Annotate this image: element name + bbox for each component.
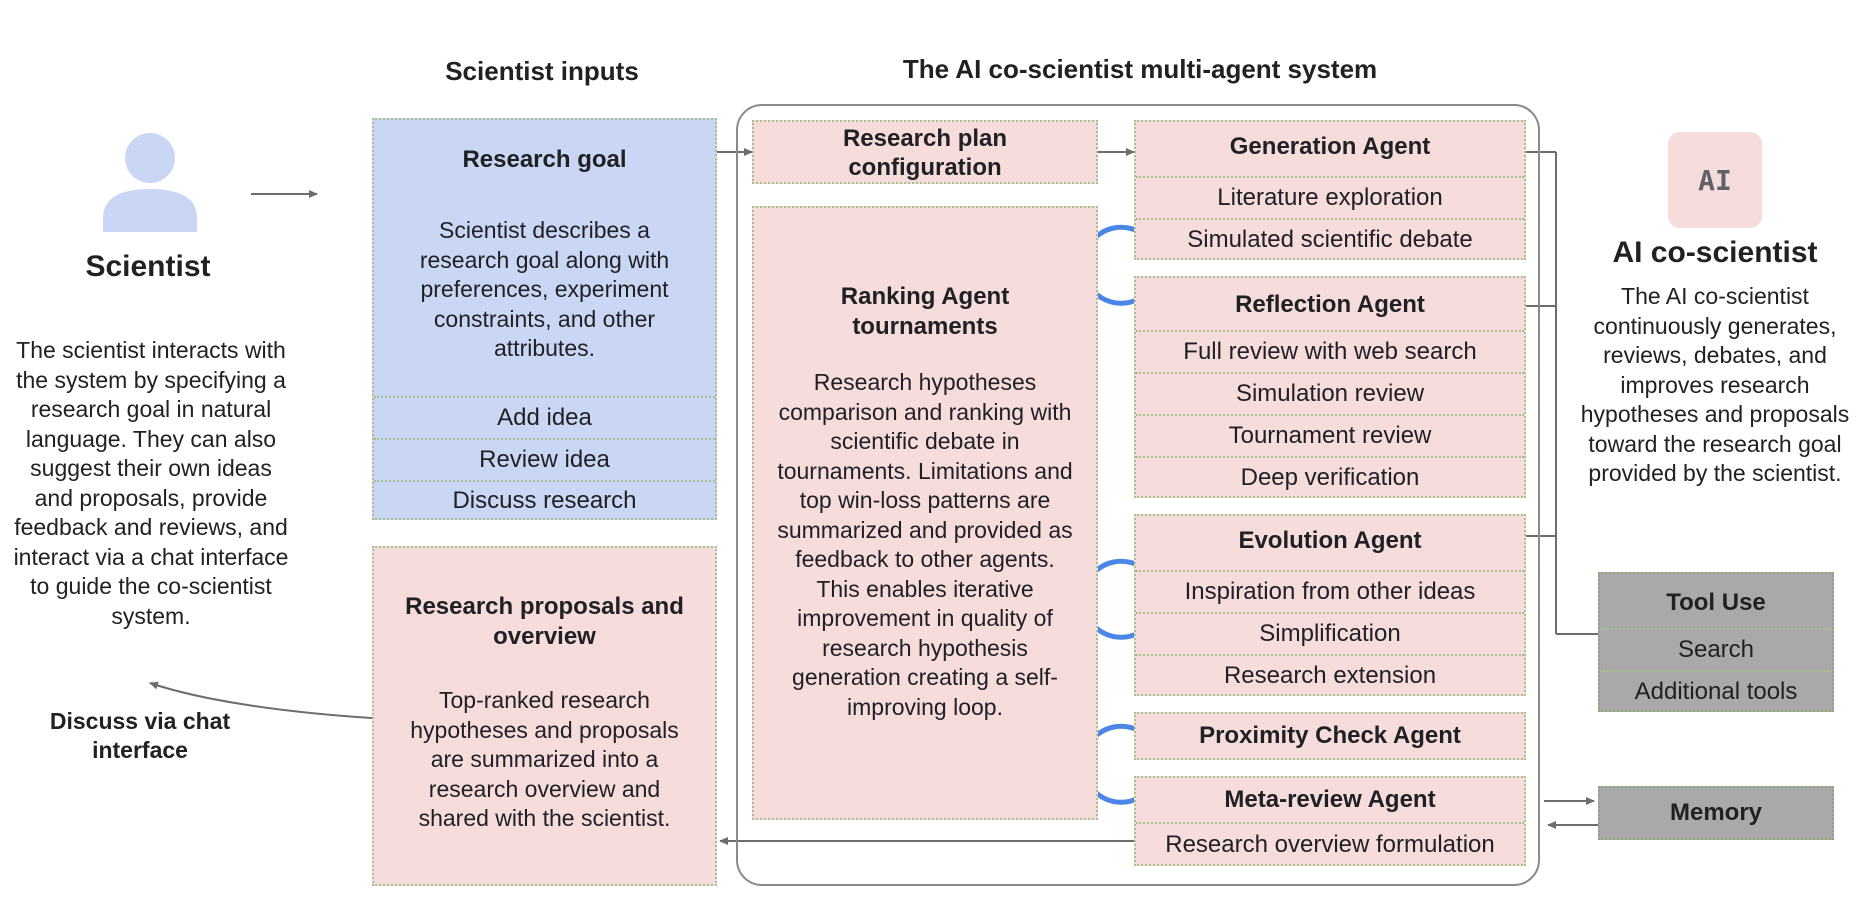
research-plan-config-title: Research plan configuration [842, 125, 1008, 181]
research-goal-item: Discuss research [374, 480, 715, 520]
ai-co-scientist-description: The AI co-scientist continuously generat… [1580, 283, 1850, 486]
reflection-agent-item: Tournament review [1136, 414, 1524, 456]
memory-box: Memory [1598, 786, 1834, 840]
scientist-description: The scientist interacts with the system … [13, 337, 289, 629]
scientist-label: Scientist [85, 250, 211, 283]
evolution-agent-item: Simplification [1136, 612, 1524, 654]
person-icon [103, 133, 197, 232]
generation-agent-box: Generation Agent Literature exploration … [1134, 120, 1526, 260]
reflection-agent-item: Simulation review [1136, 372, 1524, 414]
evolution-agent-item: Research extension [1136, 654, 1524, 696]
proximity-check-agent-box: Proximity Check Agent [1134, 712, 1526, 760]
ai-co-scientist-title: AI co-scientist [1612, 236, 1818, 269]
research-goal-item: Add idea [374, 396, 715, 438]
generation-agent-title: Generation Agent [1229, 133, 1431, 160]
meta-review-agent-item: Research overview formulation [1136, 822, 1524, 866]
generation-agent-item: Simulated scientific debate [1136, 218, 1524, 260]
evolution-agent-item: Inspiration from other ideas [1136, 570, 1524, 612]
tool-use-item: Additional tools [1600, 670, 1832, 712]
tool-use-item: Search [1600, 628, 1832, 670]
reflection-agent-item: Full review with web search [1136, 330, 1524, 372]
reflection-agent-title: Reflection Agent [1235, 291, 1425, 318]
research-goal-item: Review idea [374, 438, 715, 480]
tool-use-title: Tool Use [1666, 589, 1766, 616]
scientist-inputs-title: Scientist inputs [445, 56, 639, 86]
ranking-agent-box: Ranking Agent tournaments Research hypot… [752, 206, 1098, 820]
tool-use-box: Tool Use Search Additional tools [1598, 572, 1834, 712]
research-proposals-box: Research proposals and overview Top-rank… [372, 546, 717, 886]
multi-agent-system-frame [736, 104, 1540, 886]
research-proposals-title: Research proposals and overview [405, 593, 684, 650]
memory-title: Memory [1669, 799, 1763, 826]
reflection-agent-item: Deep verification [1136, 456, 1524, 498]
proximity-check-agent-title: Proximity Check Agent [1199, 722, 1461, 749]
research-goal-description: Scientist describes a research goal alon… [419, 217, 670, 361]
research-goal-title: Research goal [462, 146, 627, 173]
ranking-agent-title: Ranking Agent tournaments [840, 283, 1010, 340]
reflection-agent-box: Reflection Agent Full review with web se… [1134, 276, 1526, 498]
meta-review-agent-box: Meta-review Agent Research overview form… [1134, 776, 1526, 866]
ranking-agent-description: Research hypotheses comparison and ranki… [777, 369, 1073, 720]
chat-interface-label: Discuss via chat interface [49, 708, 231, 763]
evolution-agent-box: Evolution Agent Inspiration from other i… [1134, 514, 1526, 696]
evolution-agent-title: Evolution Agent [1238, 527, 1422, 554]
generation-agent-item: Literature exploration [1136, 176, 1524, 218]
research-plan-config-box: Research plan configuration [752, 120, 1098, 184]
meta-review-agent-title: Meta-review Agent [1224, 786, 1436, 813]
research-goal-box: Research goal Scientist describes a rese… [372, 118, 717, 520]
ai-badge-icon: AI [1668, 132, 1762, 228]
system-title: The AI co-scientist multi-agent system [902, 54, 1378, 84]
research-proposals-description: Top-ranked research hypotheses and propo… [410, 687, 679, 831]
